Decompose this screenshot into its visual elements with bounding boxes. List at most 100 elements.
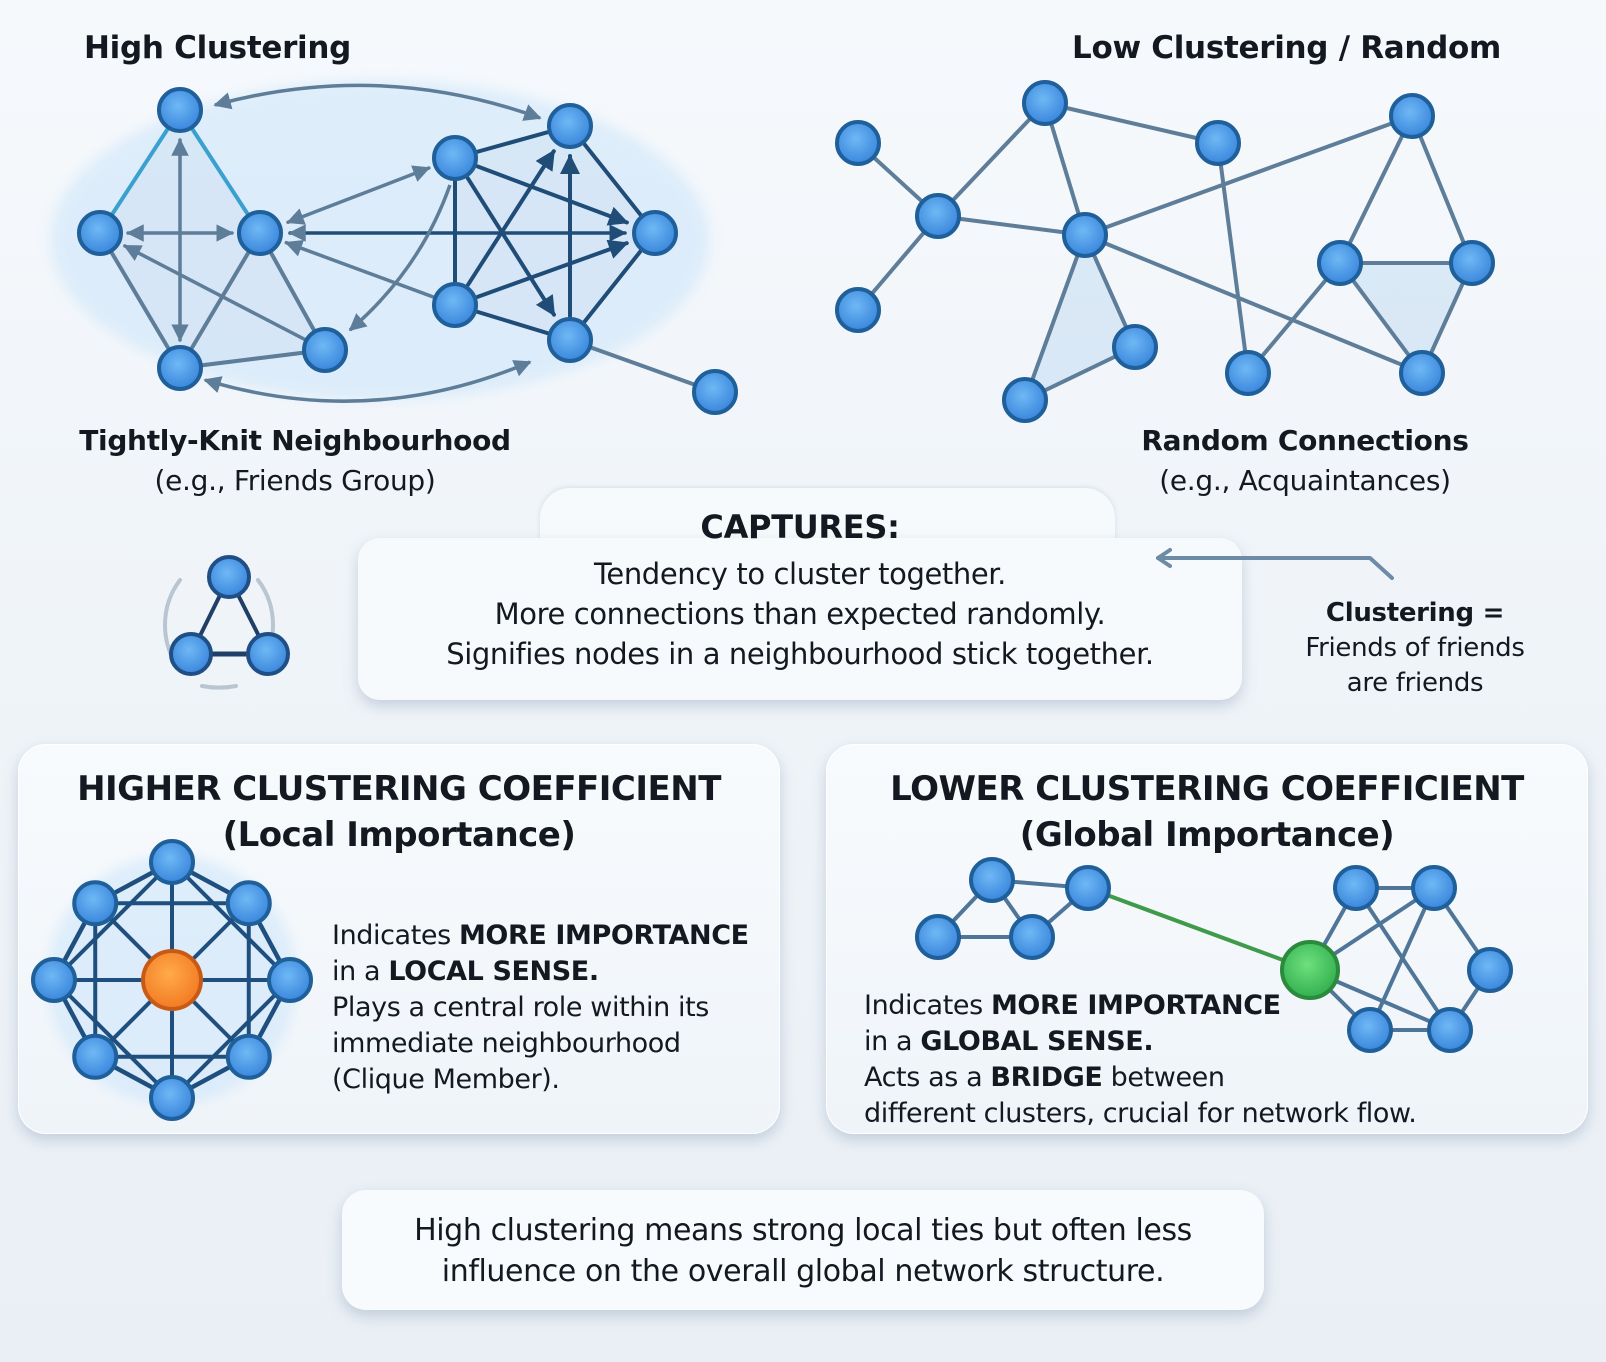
network-edge xyxy=(1368,886,1436,1032)
network-node xyxy=(835,120,881,166)
low-clustering-network xyxy=(835,80,1495,423)
network-node xyxy=(632,210,678,256)
random-connections-caption: Random Connections xyxy=(1141,424,1469,457)
network-edge xyxy=(475,164,629,226)
higher-card-title-line2: (Local Importance) xyxy=(222,815,576,855)
triad-node xyxy=(246,632,290,676)
bridge-network xyxy=(915,857,1513,1053)
network-edge xyxy=(936,101,1047,218)
tightly-knit-caption: Tightly-Knit Neighbourhood xyxy=(79,424,511,457)
summary-text: High clustering means strong local ties … xyxy=(342,1210,1264,1292)
higher-card-title: HIGHER CLUSTERING COEFFICIENT (Local Imp… xyxy=(18,766,780,858)
network-node xyxy=(432,135,478,181)
clique-node xyxy=(267,957,313,1003)
clustering-definition-bold: Clustering = xyxy=(1325,598,1505,628)
network-node xyxy=(1022,80,1068,126)
network-node xyxy=(1411,865,1457,911)
captures-box xyxy=(358,538,1242,700)
bridge-node-green xyxy=(1280,940,1340,1000)
network-node xyxy=(1009,914,1055,960)
network-node xyxy=(1449,240,1495,286)
lower-card-body: Indicates MORE IMPORTANCE in a GLOBAL SE… xyxy=(864,988,1417,1132)
network-edge xyxy=(936,214,1087,237)
bridge-edge xyxy=(1086,886,1312,972)
network-node xyxy=(1062,212,1108,258)
higher-card-body: Indicates MORE IMPORTANCE in a LOCAL SEN… xyxy=(332,918,749,1098)
network-edge xyxy=(98,231,182,370)
clique-node xyxy=(72,1033,119,1080)
body-line: Indicates MORE IMPORTANCE xyxy=(864,990,1281,1021)
network-edge xyxy=(1083,233,1424,375)
body-line: in a LOCAL SENSE. xyxy=(332,956,599,987)
curved-arrow xyxy=(213,83,542,121)
network-node xyxy=(1065,865,1111,911)
network-node xyxy=(915,193,961,239)
captures-line: Signifies nodes in a neighbourhood stick… xyxy=(446,637,1154,671)
body-line: Indicates MORE IMPORTANCE xyxy=(332,920,749,951)
network-node xyxy=(1195,120,1241,166)
acquaintances-caption: (e.g., Acquaintances) xyxy=(1159,464,1451,497)
summary-box xyxy=(342,1190,1264,1310)
clique-node xyxy=(149,839,195,885)
clique-node xyxy=(225,1033,272,1080)
network-edge xyxy=(1083,114,1414,237)
network-edge xyxy=(1246,261,1342,375)
network-node xyxy=(1399,350,1445,396)
low-clustering-title: Low Clustering / Random xyxy=(1072,30,1502,66)
captures-line: Tendency to cluster together. xyxy=(594,557,1006,591)
network-node xyxy=(692,369,738,415)
network-node xyxy=(1347,1007,1393,1053)
curved-arrow xyxy=(348,184,452,332)
network-edge xyxy=(465,176,556,317)
captures-line: More connections than expected randomly. xyxy=(494,597,1106,631)
network-edge xyxy=(178,108,262,235)
summary-line: High clustering means strong local ties … xyxy=(414,1213,1192,1248)
body-line: in a GLOBAL SENSE. xyxy=(864,1026,1154,1057)
body-line: Plays a central role within its xyxy=(332,992,709,1023)
network-edge xyxy=(286,165,431,225)
network-node xyxy=(969,857,1015,903)
summary-line: influence on the overall global network … xyxy=(441,1254,1165,1289)
network-edge xyxy=(1023,233,1087,402)
captures-content: CAPTURES: Tendency to cluster together. … xyxy=(358,508,1242,674)
triad-icon xyxy=(163,555,290,690)
network-node xyxy=(547,103,593,149)
clustering-definition-line: Friends of friends xyxy=(1305,633,1525,663)
network-edge xyxy=(1410,114,1474,265)
clique-node xyxy=(72,880,119,927)
triad-node xyxy=(207,555,251,599)
network-edge xyxy=(1043,101,1220,145)
network-node xyxy=(1317,240,1363,286)
higher-card-title-line1: HIGHER CLUSTERING COEFFICIENT xyxy=(77,769,721,809)
body-line: Acts as a BRIDGE between xyxy=(864,1062,1225,1093)
network-node xyxy=(835,287,881,333)
network-edge xyxy=(475,239,629,299)
network-edge xyxy=(465,149,556,287)
lower-card-title: LOWER CLUSTERING COEFFICIENT (Global Imp… xyxy=(826,766,1588,858)
network-node xyxy=(432,282,478,328)
network-node xyxy=(1225,350,1271,396)
curved-arrow xyxy=(203,360,532,403)
body-line: immediate neighbourhood xyxy=(332,1028,681,1059)
clustering-definition: Clustering = Friends of friends are frie… xyxy=(1270,596,1560,701)
clique-network xyxy=(31,839,313,1121)
central-node-orange xyxy=(141,949,203,1011)
network-node xyxy=(915,914,961,960)
friends-group-caption: (e.g., Friends Group) xyxy=(154,464,436,497)
network-edge xyxy=(284,239,435,299)
lower-card-title-line2: (Global Importance) xyxy=(1019,815,1395,855)
network-node xyxy=(77,210,123,256)
network-node xyxy=(1333,865,1379,911)
network-edge xyxy=(1216,141,1250,375)
lower-card-title-line1: LOWER CLUSTERING COEFFICIENT xyxy=(890,769,1524,809)
clique-node xyxy=(31,957,77,1003)
network-node xyxy=(302,327,348,373)
body-line: (Clique Member). xyxy=(332,1064,560,1095)
network-node xyxy=(1389,93,1435,139)
captures-title: CAPTURES: xyxy=(700,508,900,546)
network-node xyxy=(237,210,283,256)
network-edge xyxy=(568,338,717,394)
network-node xyxy=(1112,324,1158,370)
clique-node xyxy=(149,1075,195,1121)
network-edge xyxy=(98,108,182,235)
